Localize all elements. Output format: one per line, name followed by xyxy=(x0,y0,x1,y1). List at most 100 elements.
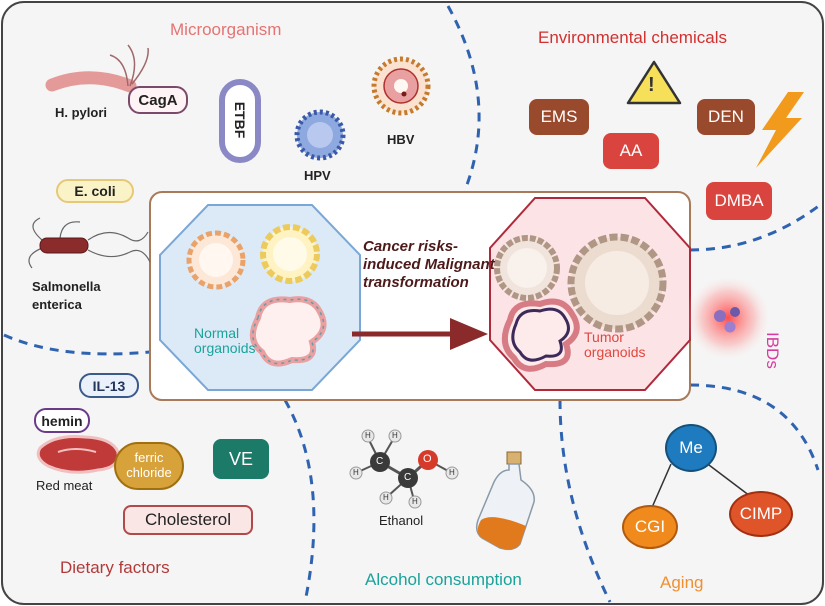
etbf-label: ETBF xyxy=(232,101,248,139)
hbv-core xyxy=(394,79,408,93)
bottle-cork xyxy=(506,451,522,465)
dmba-label: DMBA xyxy=(714,191,764,210)
label-ethanol: Ethanol xyxy=(379,513,424,528)
hemin-label: hemin xyxy=(41,412,83,429)
cimp-node: CIMP xyxy=(729,491,793,537)
atom-h2 xyxy=(388,429,402,443)
section-title-alcohol-consumption: Alcohol consumption xyxy=(365,570,522,589)
red-meat-illustration xyxy=(36,435,120,474)
label-salmonella-enterica: Salmonella enterica xyxy=(32,279,101,312)
atom-h4-label: H xyxy=(383,493,389,502)
transformation-arrow-head xyxy=(450,318,488,350)
tumor-organoids-label: Tumor organoids xyxy=(584,329,646,361)
h-pylori-flagella xyxy=(109,44,149,87)
salmonella-illustration xyxy=(28,217,151,269)
hbv-genome-dot xyxy=(401,91,407,97)
label-h-pylori: H. pylori xyxy=(55,105,108,120)
aging-link-me-cimp xyxy=(704,461,751,497)
caga-label: CagA xyxy=(138,91,178,109)
divider-diet-alcohol xyxy=(283,399,316,603)
me-label: Me xyxy=(679,438,703,457)
normal-cell-yellow-lumen xyxy=(273,237,307,271)
section-title-environmental-chemicals: Environmental chemicals xyxy=(538,28,727,47)
warning-triangle-icon xyxy=(626,60,682,105)
cholesterol-label: Cholesterol xyxy=(145,510,231,529)
ibd-cell-2 xyxy=(730,307,740,317)
section-title-dietary-factors: Dietary factors xyxy=(60,558,170,577)
ibd-cells-illustration xyxy=(684,274,772,362)
ibd-cell-1 xyxy=(714,310,726,322)
atom-h3-label: H xyxy=(353,468,359,477)
warning-exclamation: ! xyxy=(648,74,655,96)
il-13-badge: IL-13 xyxy=(79,373,139,398)
hemin-badge: hemin xyxy=(34,408,90,433)
atom-c2 xyxy=(398,468,418,488)
den-label: DEN xyxy=(708,107,744,126)
alcohol-bottle-illustration xyxy=(475,451,535,551)
atom-h3 xyxy=(349,466,363,480)
divider-alcohol-aging xyxy=(558,399,612,603)
divider-micro-diet xyxy=(3,333,151,356)
etbf-capsule xyxy=(219,79,261,163)
transformation-caption: Cancer risks-induced Malignant transform… xyxy=(363,238,495,291)
tumor-cell-pink-inner xyxy=(511,307,571,362)
hbv-virus-illustration xyxy=(371,56,431,116)
hpv-virus-illustration xyxy=(294,109,346,161)
atom-h1 xyxy=(361,429,375,443)
atom-c1-label: C xyxy=(376,456,384,467)
lightning-bolt-icon xyxy=(756,92,804,168)
salmonella-body xyxy=(39,237,89,254)
ve-badge: VE xyxy=(213,439,269,479)
chemical-aa: AA xyxy=(603,133,659,169)
tumor-organoid-cells xyxy=(494,233,667,372)
aa-label: AA xyxy=(619,141,643,160)
ferric-chloride-label: ferric chloride xyxy=(126,450,172,480)
atom-h5 xyxy=(408,495,422,509)
caga-badge: CagA xyxy=(128,86,188,114)
tumor-cell-small-lumen xyxy=(507,248,547,288)
atom-c1 xyxy=(370,452,390,472)
cholesterol-badge: Cholesterol xyxy=(123,505,253,535)
atom-h2-label: H xyxy=(392,431,398,440)
atom-h5-label: H xyxy=(412,497,418,506)
atom-h1-label: H xyxy=(365,431,371,440)
normal-octagon xyxy=(159,204,361,391)
section-title-aging: Aging xyxy=(660,573,704,592)
ems-label: EMS xyxy=(540,107,578,126)
h-pylori-illustration xyxy=(45,44,149,93)
e-coli-label: E. coli xyxy=(74,183,116,199)
section-title-ibds: IBDs xyxy=(763,332,782,369)
atom-h4 xyxy=(379,491,393,505)
aging-link-me-cgi xyxy=(649,463,672,513)
cimp-label: CIMP xyxy=(739,504,783,523)
e-coli-badge: E. coli xyxy=(56,179,134,203)
chemical-den: DEN xyxy=(697,99,755,135)
normal-cell-orange-lumen xyxy=(199,243,233,277)
atom-h6-label: H xyxy=(449,468,455,477)
red-meat-slab xyxy=(36,435,120,474)
atom-c2-label: C xyxy=(404,472,412,483)
divider-ibd-aging xyxy=(689,383,820,471)
ibd-cell-3 xyxy=(724,321,736,333)
il-13-label: IL-13 xyxy=(92,377,126,394)
divider-env-ibd xyxy=(689,203,821,252)
ethanol-molecule-illustration xyxy=(349,429,459,509)
cgi-node: CGI xyxy=(622,505,678,549)
atom-o-label: O xyxy=(423,453,432,465)
tumor-cell-large-lumen xyxy=(585,251,649,315)
divider-micro-env xyxy=(446,5,481,191)
red-meat-marbling xyxy=(57,448,97,453)
chemical-ems: EMS xyxy=(529,99,589,135)
h-pylori-body xyxy=(45,71,137,93)
bottle-liquid xyxy=(477,517,526,550)
normal-organoids-label: Normal organoids xyxy=(194,325,256,357)
me-node: Me xyxy=(665,424,717,472)
label-hbv: HBV xyxy=(387,132,415,147)
salmonella-flagella xyxy=(28,217,151,269)
normal-cell-pink xyxy=(249,296,327,367)
section-title-microorganism: Microorganism xyxy=(170,20,282,39)
cgi-label: CGI xyxy=(634,517,666,536)
normal-organoid-cells xyxy=(186,224,327,367)
ibd-glow xyxy=(684,274,772,362)
